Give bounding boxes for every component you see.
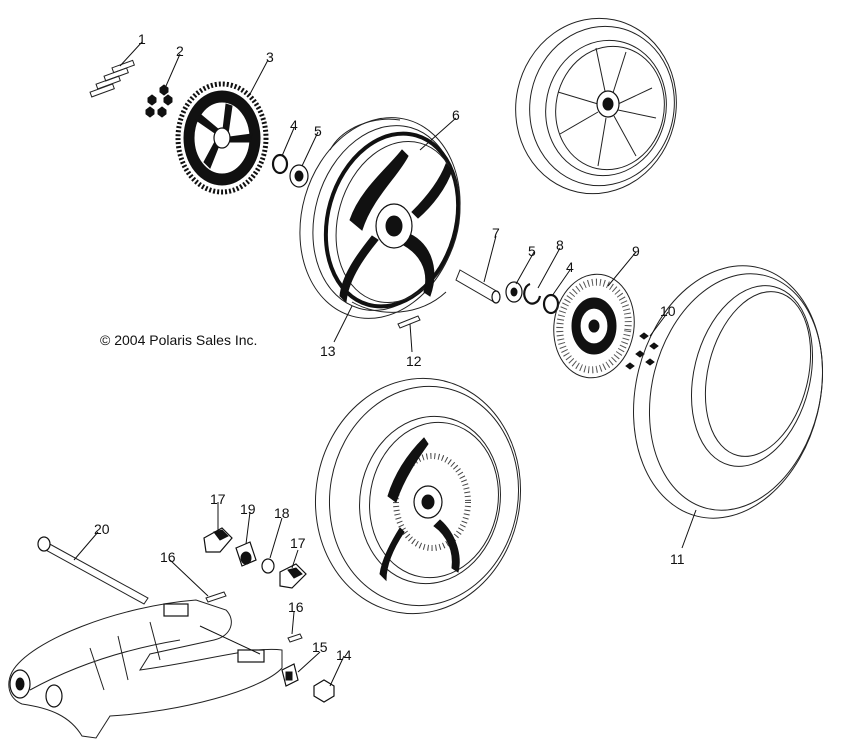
callout-19: 19 bbox=[240, 501, 256, 517]
callout-1: 1 bbox=[138, 31, 146, 47]
copyright-notice: © 2004 Polaris Sales Inc. bbox=[100, 332, 257, 348]
callout-16-lower: 16 bbox=[288, 599, 304, 615]
bearing-upper bbox=[289, 164, 309, 188]
callout-10: 10 bbox=[660, 303, 676, 319]
snap-ring bbox=[523, 282, 542, 305]
callout-13: 13 bbox=[320, 343, 336, 359]
axle-spacer bbox=[455, 269, 501, 304]
spacer-ring-upper bbox=[271, 153, 289, 175]
callout-20: 20 bbox=[94, 521, 110, 537]
rear-sprocket bbox=[175, 81, 269, 195]
axle-adjuster-left bbox=[203, 527, 233, 553]
valve-stem bbox=[397, 315, 421, 329]
assembled-wheel-view bbox=[515, 17, 677, 195]
adjuster-pin-upper bbox=[205, 591, 227, 603]
callout-17: 17 bbox=[210, 491, 226, 507]
callout-14: 14 bbox=[336, 647, 352, 663]
callout-labels: 1 2 3 4 5 6 7 5 8 4 9 10 11 12 13 14 15 … bbox=[94, 31, 685, 663]
callout-12: 12 bbox=[406, 353, 422, 369]
callout-15: 15 bbox=[312, 639, 328, 655]
spacer-ring-lower bbox=[542, 293, 560, 315]
adjuster-pin-lower bbox=[287, 633, 303, 643]
rear-wheel-rim bbox=[299, 117, 461, 319]
callout-5-lower: 5 bbox=[528, 243, 536, 259]
callout-9: 9 bbox=[632, 243, 640, 259]
swingarm bbox=[8, 599, 283, 739]
callout-2: 2 bbox=[176, 43, 184, 59]
adjuster-washer bbox=[261, 558, 275, 574]
sprocket-nuts bbox=[145, 84, 173, 118]
callout-3: 3 bbox=[266, 49, 274, 65]
callout-4: 4 bbox=[290, 117, 298, 133]
assembled-wheel-tire-view bbox=[314, 377, 522, 615]
brake-disc bbox=[553, 273, 635, 379]
callout-leader-lines bbox=[73, 41, 697, 687]
bearing-lower bbox=[505, 281, 523, 303]
callout-7: 7 bbox=[492, 225, 500, 241]
wheel-bolts bbox=[89, 59, 136, 98]
callout-18: 18 bbox=[274, 505, 290, 521]
axle-adjuster-right bbox=[279, 563, 307, 589]
callout-11: 11 bbox=[670, 551, 685, 567]
callout-17-right: 17 bbox=[290, 535, 306, 551]
callout-8: 8 bbox=[556, 237, 564, 253]
callout-4-lower: 4 bbox=[566, 259, 574, 275]
callout-6: 6 bbox=[452, 107, 460, 123]
callout-16: 16 bbox=[160, 549, 176, 565]
axle-nut bbox=[313, 679, 335, 703]
rear-axle bbox=[37, 536, 149, 605]
adjuster-bushing bbox=[235, 541, 257, 567]
disc-bolts bbox=[625, 332, 659, 370]
callout-5: 5 bbox=[314, 123, 322, 139]
rear-tire bbox=[633, 265, 824, 519]
axle-block bbox=[281, 663, 299, 687]
